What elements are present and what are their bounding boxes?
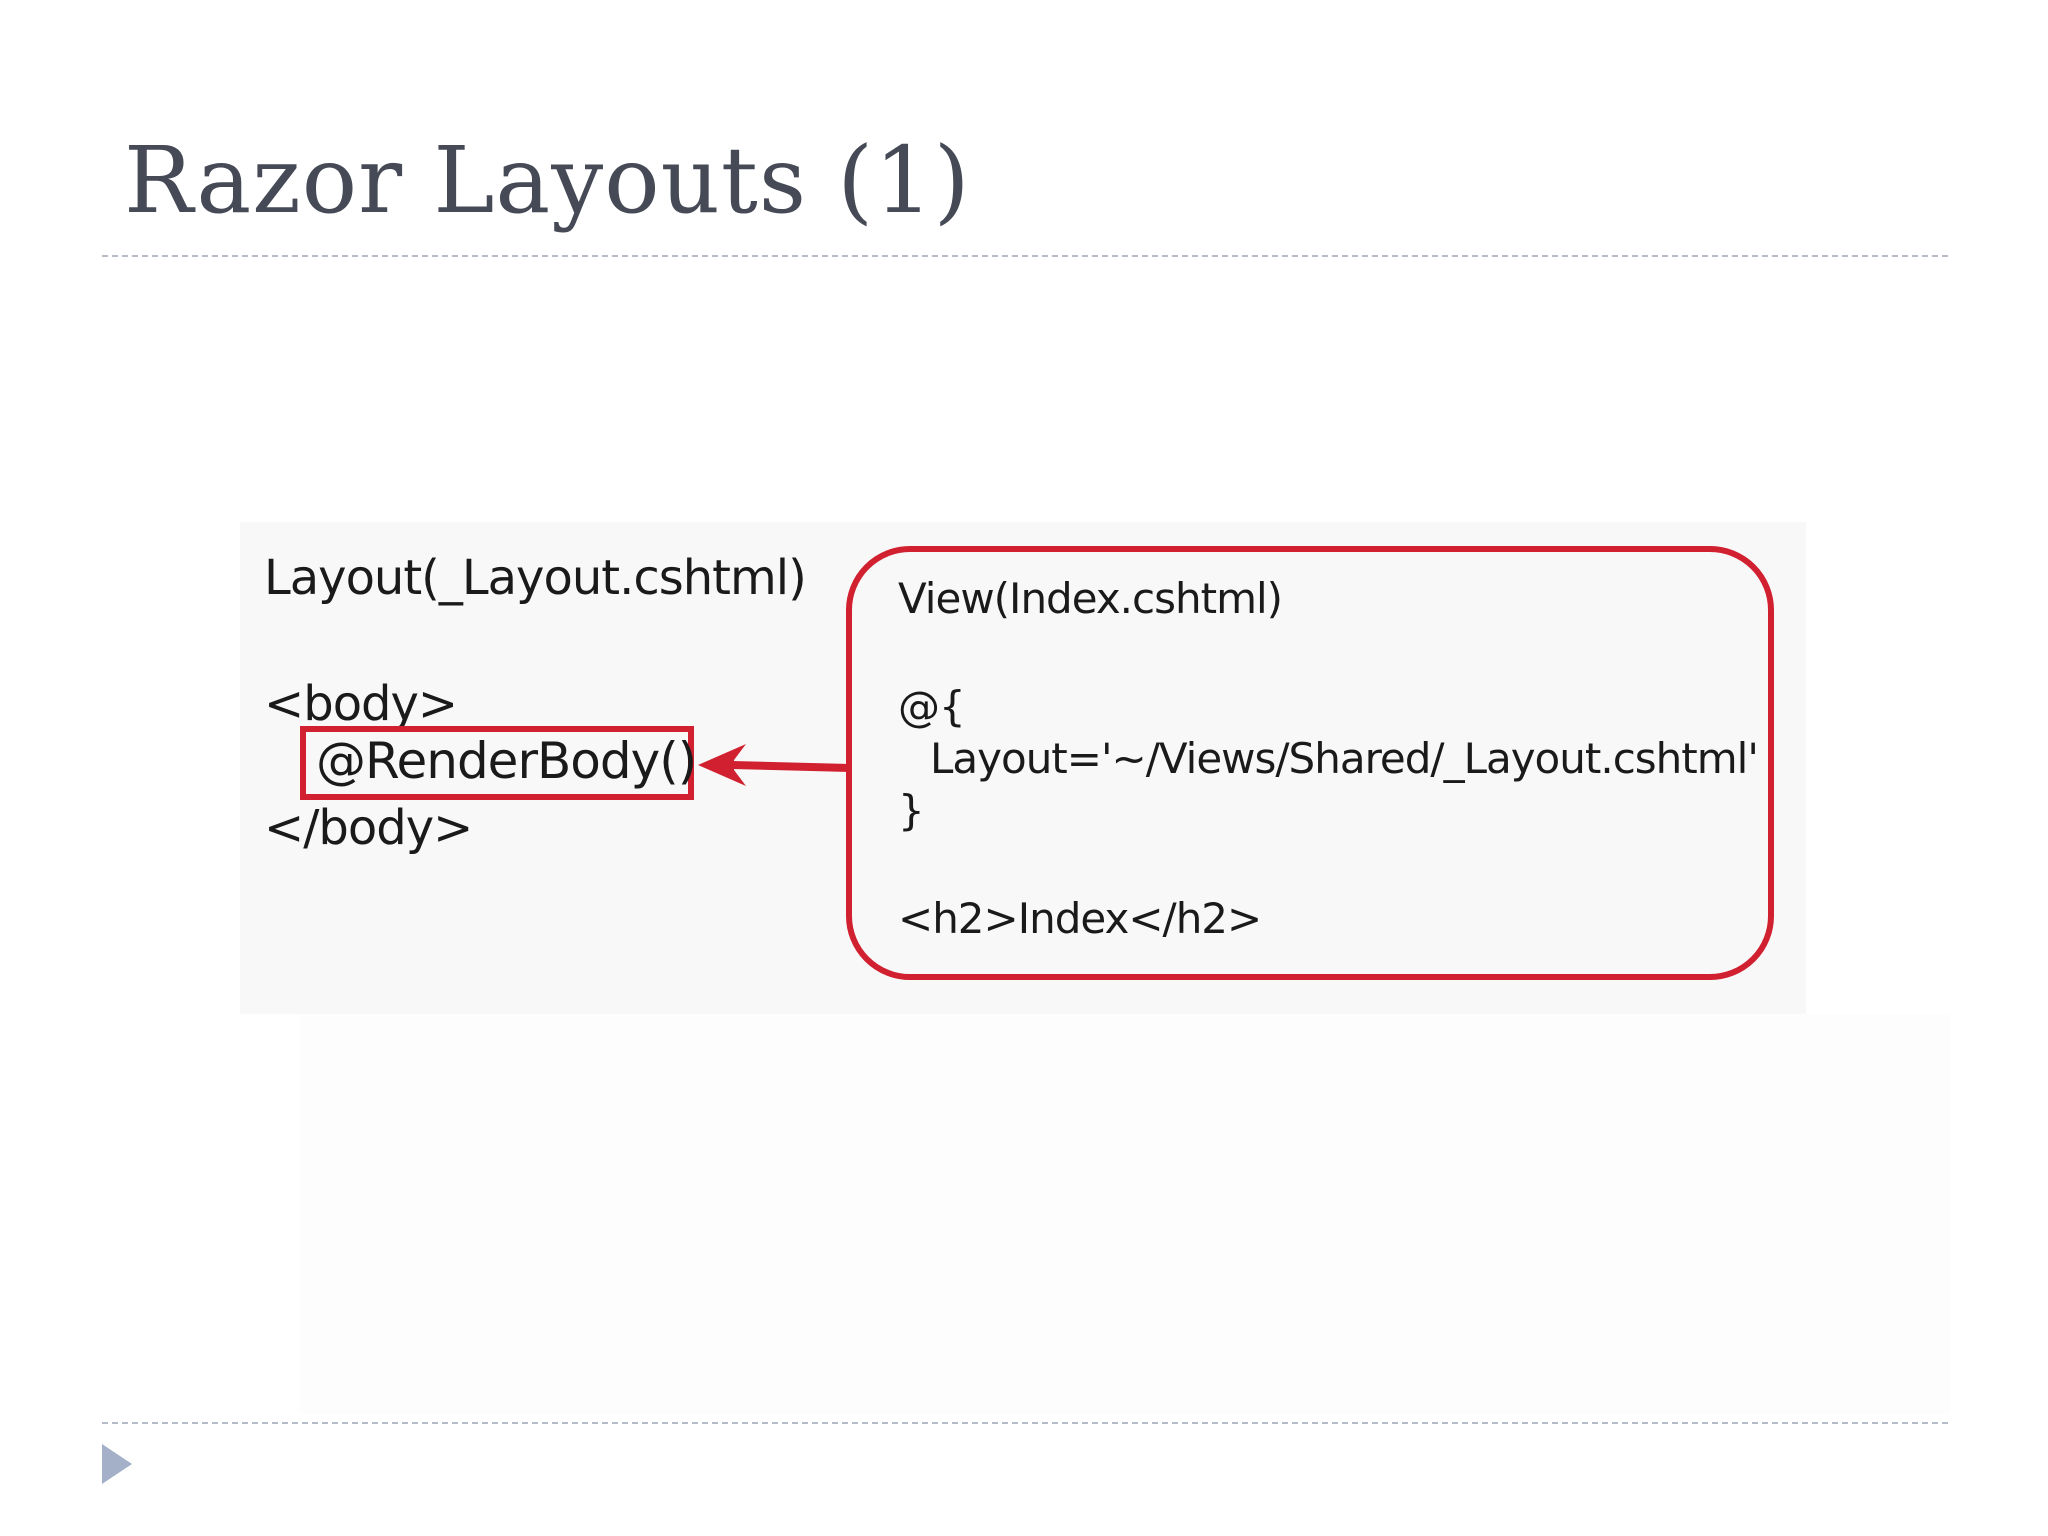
code-block-close: }: [898, 786, 925, 835]
render-body-highlight: [300, 726, 694, 800]
render-body-call: @RenderBody(): [316, 732, 697, 790]
layout-file-label: Layout(_Layout.cshtml): [264, 550, 807, 606]
body-close-tag: </body>: [264, 800, 473, 856]
layout-assignment: Layout='~/Views/Shared/_Layout.cshtml': [930, 734, 1759, 783]
triangle-right-icon[interactable]: [102, 1444, 132, 1484]
slide-title: Razor Layouts (1): [124, 127, 971, 234]
arrow-left-icon: [698, 744, 851, 786]
view-file-box: [846, 546, 1774, 980]
view-file-label: View(Index.cshtml): [898, 574, 1283, 623]
title-divider: [102, 255, 1948, 257]
figure-backdrop: [300, 1014, 1950, 1414]
code-block-open: @{: [898, 682, 966, 731]
body-open-tag: <body>: [264, 676, 458, 732]
footer-divider: [102, 1422, 1948, 1424]
layout-diagram: [240, 522, 1806, 1014]
h2-markup: <h2>Index</h2>: [898, 894, 1262, 943]
